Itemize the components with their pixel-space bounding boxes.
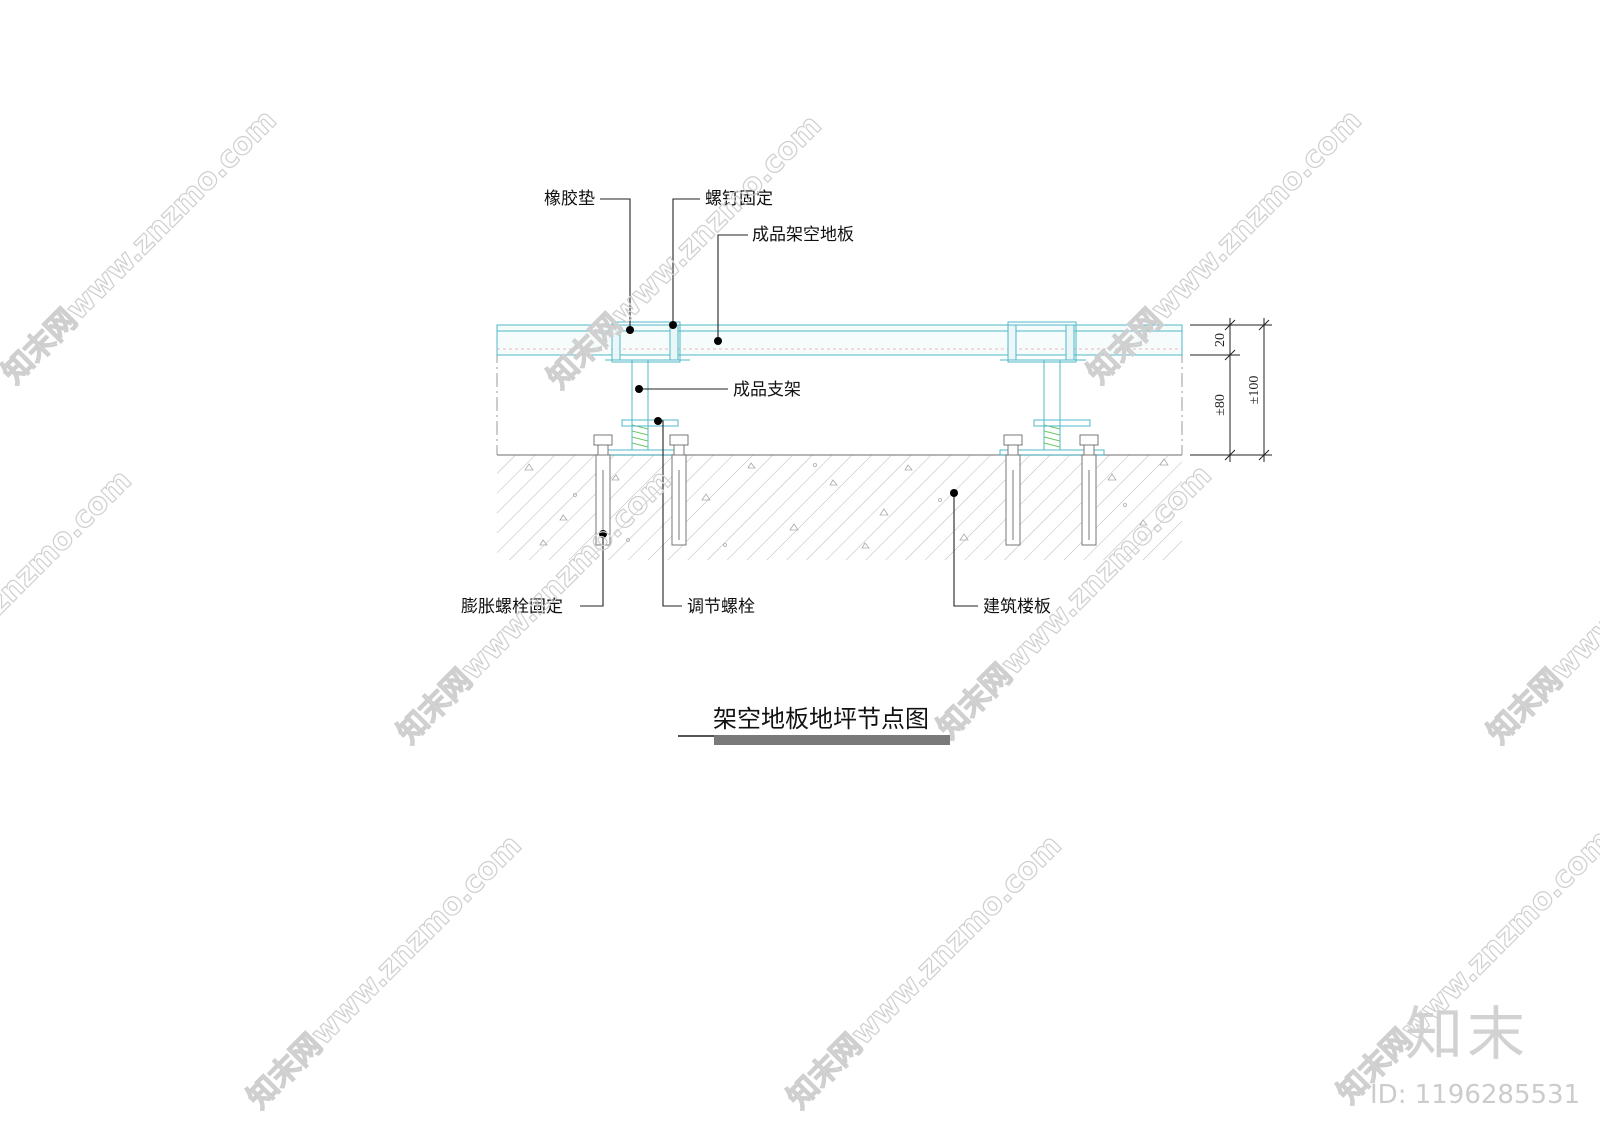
pedestal-left — [599, 321, 690, 456]
drawing-title: 架空地板地坪节点图 — [713, 705, 929, 733]
expansion-bolt-1 — [593, 434, 613, 546]
watermark-8: 知末网www.znzmo.com — [241, 828, 529, 1116]
label-adjust-bolt: 调节螺栓 — [687, 597, 755, 617]
watermark-id: ID: 1196285531 — [1370, 1080, 1580, 1110]
label-raised-floor: 成品架空地板 — [752, 225, 854, 245]
watermark-1: 知末网www.znzmo.com — [0, 103, 284, 391]
label-building-slab: 建筑楼板 — [983, 597, 1051, 617]
leader-dot-building-slab — [950, 489, 958, 497]
label-screw-fix: 螺钉固定 — [705, 189, 773, 209]
leader-dot-adjust-bolt — [654, 417, 662, 425]
watermark-7: 知末网www.znzmo.com — [1481, 463, 1600, 751]
watermark-brand: 知末 — [1405, 1000, 1529, 1068]
watermarks: 知末网www.znzmo.com 知末网www.znzmo.com 知末网www… — [0, 102, 1600, 1116]
dimension-panel: 20 — [1213, 333, 1228, 347]
expansion-bolt-4 — [1079, 434, 1099, 546]
label-expansion-bolt: 膨胀螺栓固定 — [461, 597, 563, 617]
expansion-bolt-3 — [1003, 434, 1023, 546]
leader-dot-rubber-pad — [626, 326, 634, 334]
expansion-bolts — [593, 434, 1099, 546]
screw-left — [669, 324, 679, 361]
leader-dot-screw — [669, 321, 677, 329]
drawing-title-block: 架空地板地坪节点图 — [678, 705, 950, 745]
expansion-bolt-2 — [669, 434, 689, 546]
leaders — [580, 198, 978, 607]
leader-dot-raised-floor — [714, 337, 722, 345]
cavity-outline — [496, 325, 1183, 455]
dimension-adjust: ±80 — [1213, 394, 1228, 416]
building-slab-section — [497, 454, 1182, 560]
label-rubber-pad: 橡胶垫 — [544, 189, 595, 209]
dimension-lines: 20 ±80 ±100 — [1190, 318, 1272, 462]
dimension-total: ±100 — [1247, 376, 1262, 405]
support-tube-left — [631, 359, 649, 451]
label-support: 成品支架 — [733, 380, 801, 400]
callout-labels: 橡胶垫 螺钉固定 成品架空地板 成品支架 膨胀螺栓固定 调节螺栓 建筑楼板 — [461, 189, 1051, 617]
watermark-4: 知末网www.znzmo.com — [0, 463, 139, 751]
concrete-aggregate — [524, 458, 1169, 549]
pedestal-right — [999, 321, 1105, 456]
leader-dot-expansion-bolt — [599, 530, 607, 538]
watermark-9: 知末网www.znzmo.com — [781, 828, 1069, 1116]
leader-dot-support — [635, 385, 643, 393]
